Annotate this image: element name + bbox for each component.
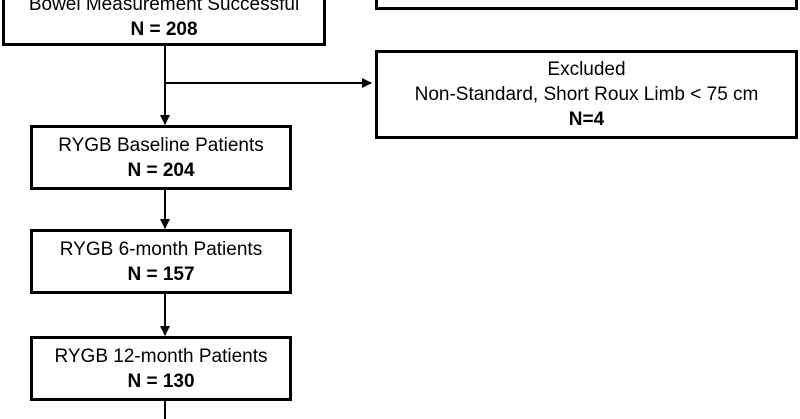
excluded-box: Excluded Non-Standard, Short Roux Limb <…: [375, 50, 798, 139]
twelve-month-box: RYGB 12-month Patients N = 130: [30, 336, 292, 401]
top-right-box: [375, 0, 798, 10]
measurement-success-label: Bowel Measurement Successful: [28, 0, 300, 15]
excluded-reason: Non-Standard, Short Roux Limb < 75 cm: [414, 84, 759, 105]
excluded-title: Excluded: [547, 59, 626, 80]
measurement-success-count: N = 208: [130, 19, 198, 40]
twelve-month-label: RYGB 12-month Patients: [54, 345, 268, 367]
six-month-box: RYGB 6-month Patients N = 157: [30, 229, 292, 294]
baseline-box: RYGB Baseline Patients N = 204: [30, 125, 292, 190]
excluded-count: N=4: [568, 109, 605, 130]
twelve-month-count: N = 130: [127, 370, 195, 392]
six-month-label: RYGB 6-month Patients: [59, 238, 263, 260]
baseline-count: N = 204: [127, 159, 195, 181]
measurement-success-box: Bowel Measurement Successful N = 208: [2, 0, 326, 46]
six-month-count: N = 157: [127, 263, 195, 285]
baseline-label: RYGB Baseline Patients: [58, 134, 264, 156]
